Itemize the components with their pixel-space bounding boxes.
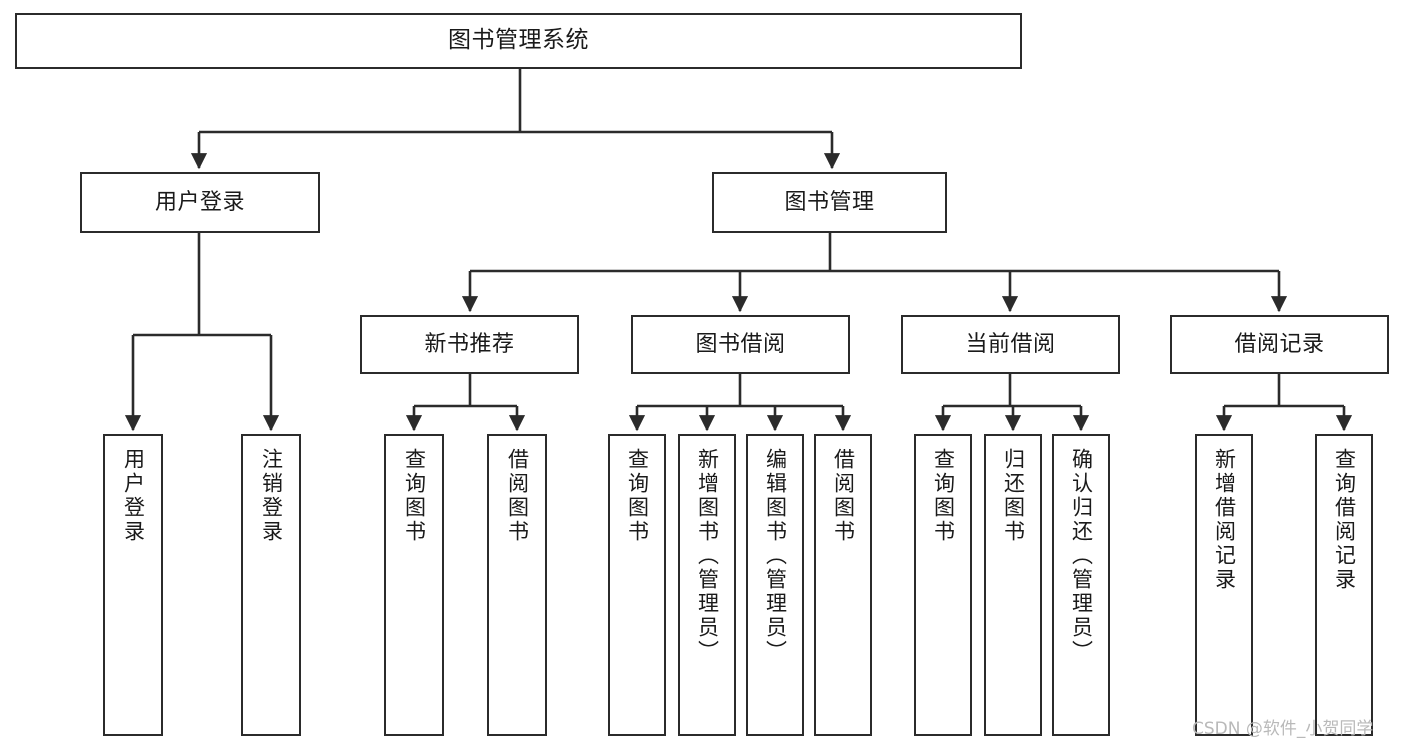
node-leaf-user-logout-label: 注销登录 bbox=[259, 448, 284, 544]
node-leaf-confirm-return[interactable]: 确认归还（管理员） bbox=[1052, 434, 1110, 736]
node-user-login-label: 用户登录 bbox=[154, 189, 245, 215]
node-borrow-record-label: 借阅记录 bbox=[1234, 331, 1325, 357]
node-leaf-confirm-return-label: 确认归还（管理员） bbox=[1069, 448, 1094, 664]
node-leaf-edit-book[interactable]: 编辑图书（管理员） bbox=[746, 434, 804, 736]
node-leaf-add-book[interactable]: 新增图书（管理员） bbox=[678, 434, 736, 736]
node-book-manage[interactable]: 图书管理 bbox=[712, 172, 947, 233]
node-root[interactable]: 图书管理系统 bbox=[15, 13, 1022, 69]
node-leaf-query-book-2-label: 查询图书 bbox=[625, 448, 650, 544]
node-leaf-edit-book-label: 编辑图书（管理员） bbox=[763, 448, 788, 664]
node-user-login[interactable]: 用户登录 bbox=[80, 172, 320, 233]
node-leaf-query-book-2[interactable]: 查询图书 bbox=[608, 434, 666, 736]
node-book-manage-label: 图书管理 bbox=[784, 189, 875, 215]
node-leaf-add-record-label: 新增借阅记录 bbox=[1212, 448, 1237, 592]
node-book-borrow-label: 图书借阅 bbox=[695, 331, 786, 357]
node-leaf-user-logout[interactable]: 注销登录 bbox=[241, 434, 301, 736]
node-current-borrow-label: 当前借阅 bbox=[965, 331, 1056, 357]
node-leaf-query-book-3[interactable]: 查询图书 bbox=[914, 434, 972, 736]
node-leaf-borrow-book-2-label: 借阅图书 bbox=[831, 448, 856, 544]
node-leaf-query-record-label: 查询借阅记录 bbox=[1332, 448, 1357, 592]
node-current-borrow[interactable]: 当前借阅 bbox=[901, 315, 1120, 374]
node-book-borrow[interactable]: 图书借阅 bbox=[631, 315, 850, 374]
node-root-label: 图书管理系统 bbox=[448, 27, 589, 54]
node-leaf-borrow-book-1[interactable]: 借阅图书 bbox=[487, 434, 547, 736]
node-leaf-return-book[interactable]: 归还图书 bbox=[984, 434, 1042, 736]
csdn-watermark: CSDN @软件_小贺同学 bbox=[1192, 719, 1374, 739]
node-new-book-recommend-label: 新书推荐 bbox=[424, 331, 515, 357]
node-leaf-query-book-1[interactable]: 查询图书 bbox=[384, 434, 444, 736]
node-leaf-add-record[interactable]: 新增借阅记录 bbox=[1195, 434, 1253, 736]
node-new-book-recommend[interactable]: 新书推荐 bbox=[360, 315, 579, 374]
node-leaf-borrow-book-1-label: 借阅图书 bbox=[505, 448, 530, 544]
node-leaf-user-login[interactable]: 用户登录 bbox=[103, 434, 163, 736]
node-leaf-return-book-label: 归还图书 bbox=[1001, 448, 1026, 544]
node-borrow-record[interactable]: 借阅记录 bbox=[1170, 315, 1389, 374]
node-leaf-borrow-book-2[interactable]: 借阅图书 bbox=[814, 434, 872, 736]
node-leaf-add-book-label: 新增图书（管理员） bbox=[695, 448, 720, 664]
node-leaf-query-book-3-label: 查询图书 bbox=[931, 448, 956, 544]
node-leaf-user-login-label: 用户登录 bbox=[121, 448, 146, 544]
node-leaf-query-record[interactable]: 查询借阅记录 bbox=[1315, 434, 1373, 736]
node-leaf-query-book-1-label: 查询图书 bbox=[402, 448, 427, 544]
